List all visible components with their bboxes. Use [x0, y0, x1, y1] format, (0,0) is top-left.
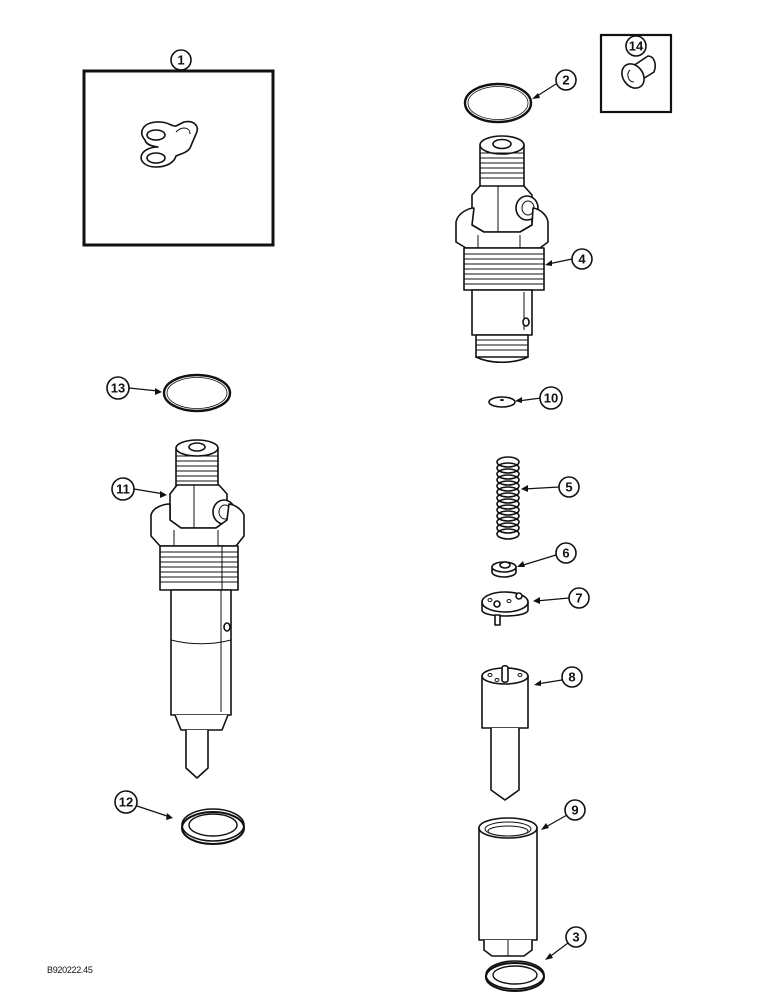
callout-5: 5	[521, 476, 580, 498]
nozzle-nut-part-9	[478, 817, 538, 957]
injector-assembly-part-11	[150, 439, 245, 779]
callout-2: 2	[532, 69, 577, 99]
svg-text:4: 4	[578, 252, 586, 267]
callout-12: 12	[114, 790, 173, 820]
svg-text:11: 11	[116, 482, 130, 497]
callout-14: 14	[625, 35, 647, 57]
shim-part-10	[488, 396, 516, 408]
clamp-bracket-part	[140, 120, 199, 168]
spring-part-5	[496, 456, 520, 540]
sleeve-part	[621, 55, 656, 89]
callout-8: 8	[534, 666, 583, 688]
nozzle-part-8	[481, 664, 529, 801]
callout-10: 10	[515, 386, 563, 410]
callout-6: 6	[517, 542, 577, 567]
sealing-washer-part-12	[181, 808, 245, 845]
svg-text:14: 14	[629, 39, 644, 54]
sealing-washer-part-3	[485, 960, 545, 992]
callout-4: 4	[545, 248, 593, 270]
o-ring-part-2	[463, 82, 533, 124]
injector-body-part-4	[455, 135, 549, 364]
svg-text:1: 1	[177, 53, 184, 68]
o-ring-part-13	[162, 373, 232, 413]
svg-text:12: 12	[119, 795, 133, 810]
svg-text:10: 10	[544, 391, 558, 406]
svg-text:8: 8	[568, 670, 575, 685]
callout-3: 3	[545, 926, 587, 960]
svg-text:13: 13	[111, 381, 125, 396]
callout-7: 7	[533, 587, 590, 609]
spring-seat-part-6	[491, 561, 517, 578]
svg-text:5: 5	[565, 480, 572, 495]
svg-text:6: 6	[562, 546, 569, 561]
kit-box-1	[82, 69, 275, 247]
svg-text:2: 2	[562, 73, 569, 88]
callout-13: 13	[106, 376, 162, 400]
svg-text:7: 7	[575, 591, 582, 606]
spacer-plate-part-7	[481, 591, 529, 626]
figure-reference-code: B920222.45	[47, 965, 93, 975]
svg-text:3: 3	[572, 930, 579, 945]
callout-9: 9	[541, 799, 586, 830]
callout-11: 11	[111, 477, 167, 501]
callout-1: 1	[170, 49, 192, 71]
svg-text:9: 9	[571, 803, 578, 818]
